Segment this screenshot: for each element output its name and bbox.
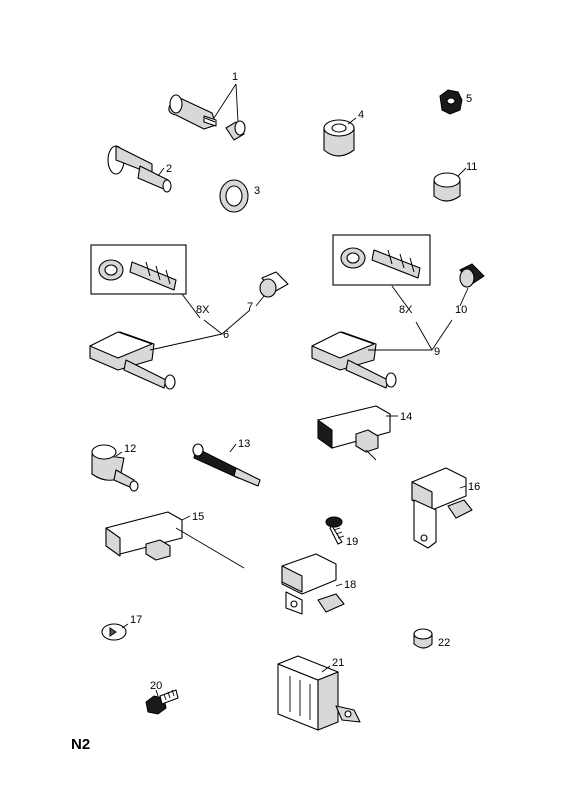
callout-21: 21 (332, 657, 344, 669)
callout-3: 3 (254, 185, 260, 197)
part-22-bushing (413, 628, 433, 649)
part-11-hex-cap (433, 172, 461, 202)
leader-17 (121, 623, 129, 629)
callout-5: 5 (466, 93, 472, 105)
part-5-hex-nut (439, 89, 463, 115)
part-4-sleeve-nut (323, 119, 355, 157)
callout-14: 14 (400, 411, 412, 423)
leader-1b (235, 83, 239, 123)
callout-17: 17 (130, 614, 142, 626)
right-kit-box (332, 234, 431, 286)
callout-6: 6 (223, 329, 229, 341)
kit-valve-core-right (371, 249, 421, 279)
leader-8-left (181, 293, 201, 319)
leader-2 (157, 167, 165, 177)
part-10-cap (459, 263, 485, 288)
leader-7 (255, 295, 265, 307)
part-20-bolt (145, 689, 179, 715)
callout-16: 16 (468, 481, 480, 493)
callout-8x-left: 8X (196, 304, 210, 316)
leader-6a (149, 333, 223, 351)
part-9-tpms-sensor (311, 331, 397, 389)
callout-20: 20 (150, 680, 162, 692)
left-kit-box (90, 244, 187, 295)
leader-12 (115, 451, 123, 457)
leader-1a (213, 83, 237, 119)
part-3-washer (219, 179, 249, 213)
leader-20 (155, 689, 159, 697)
callout-18: 18 (344, 579, 356, 591)
callout-8x-right: 8X (399, 304, 413, 316)
leader-18 (335, 583, 343, 587)
callout-10: 10 (455, 304, 467, 316)
leader-4 (347, 117, 357, 125)
part-7-cap (259, 271, 289, 298)
callout-11: 11 (466, 161, 477, 173)
callout-4: 4 (358, 109, 364, 121)
leader-11 (457, 167, 467, 177)
leader-15 (181, 515, 191, 521)
leader-13 (229, 443, 237, 453)
part-15-sensor-wire (105, 511, 245, 569)
part-6-tpms-sensor (89, 331, 176, 390)
part-1-valve-stem (168, 94, 217, 130)
part-13-valve-insert (192, 443, 261, 487)
part-19-screw (325, 516, 345, 545)
part-17-clip (101, 623, 127, 641)
callout-15: 15 (192, 511, 204, 523)
callout-2: 2 (166, 163, 172, 175)
callout-9: 9 (434, 346, 440, 358)
part-16-bracket-sensor (411, 467, 473, 549)
kit-valve-core-left (129, 261, 177, 291)
callout-7: 7 (247, 301, 253, 313)
part-2-valve-stem (107, 145, 172, 193)
part-21-bracket (277, 655, 361, 731)
callout-12: 12 (124, 443, 136, 455)
leader-9b (415, 321, 433, 351)
callout-22: 22 (438, 637, 450, 649)
leader-21 (321, 665, 331, 673)
leader-6c (221, 309, 251, 335)
page-code: N2 (71, 736, 90, 753)
leader-6b (203, 319, 223, 335)
part-18-mount-sensor (281, 553, 345, 615)
callout-1: 1 (232, 71, 238, 83)
leader-9c (431, 319, 453, 351)
callout-13: 13 (238, 438, 250, 450)
part-14-receiver-module (317, 405, 391, 461)
leader-8-right (391, 285, 409, 309)
callout-19: 19 (346, 536, 358, 548)
part-1-valve-cap (225, 120, 246, 141)
leader-10 (459, 287, 469, 307)
leader-16 (459, 485, 467, 489)
part-12-adapter (91, 444, 139, 492)
